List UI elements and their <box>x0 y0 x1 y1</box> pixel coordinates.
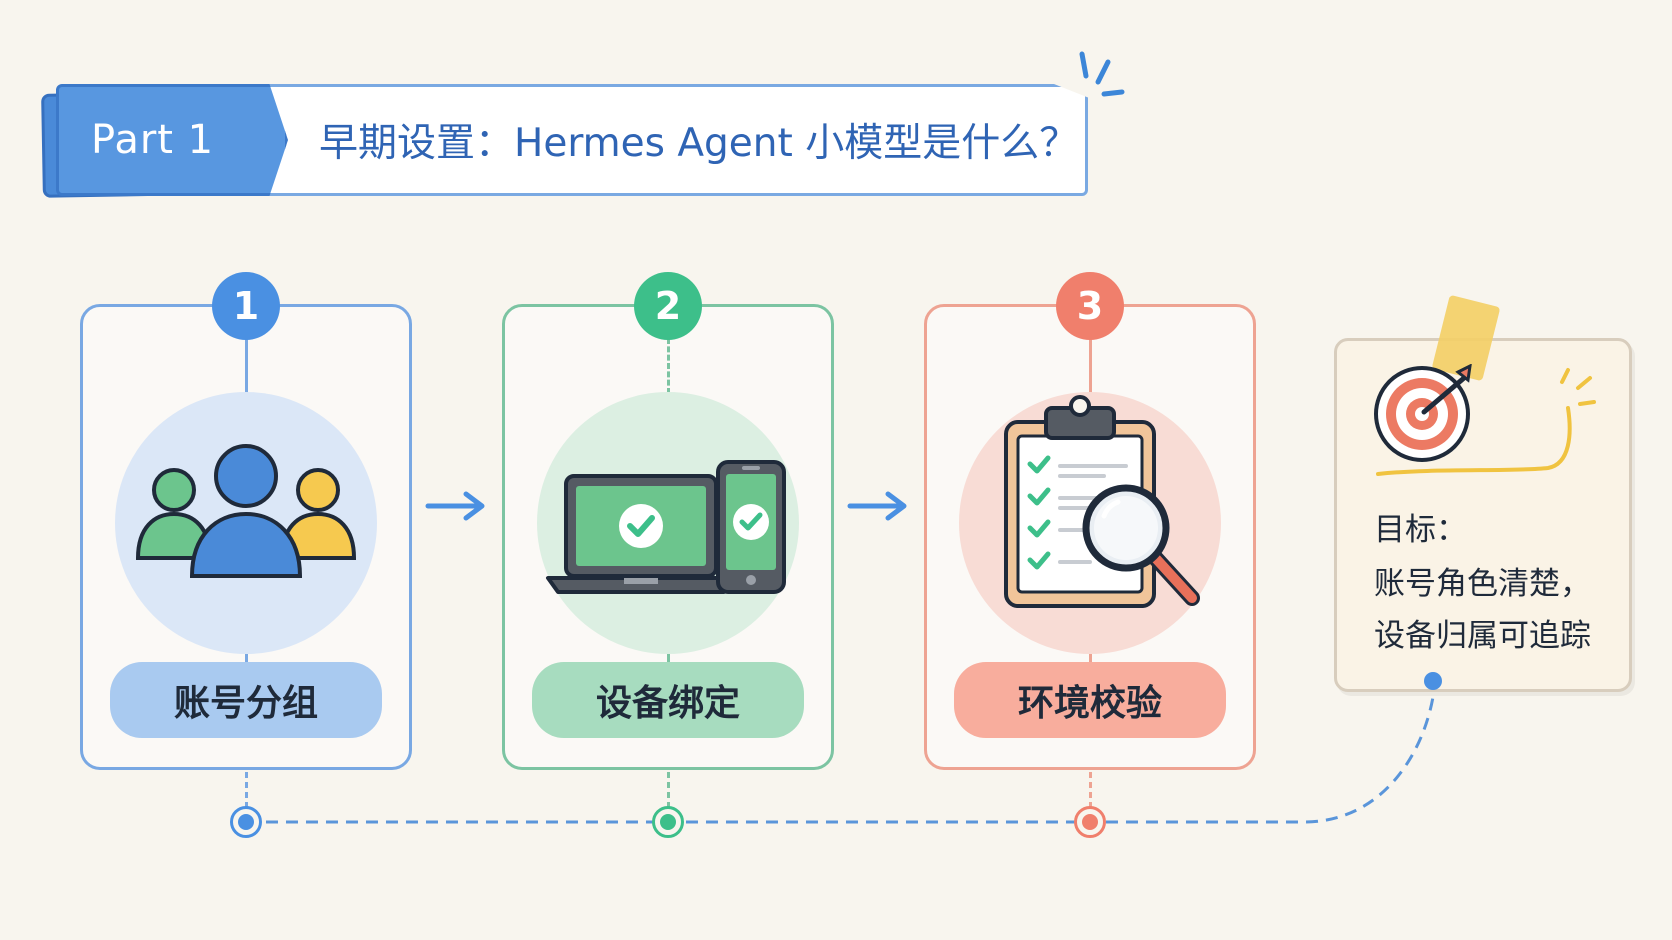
page-title: 早期设置：Hermes Agent 小模型是什么？ <box>319 121 1079 166</box>
title-banner: 早期设置：Hermes Agent 小模型是什么？ Part 1 <box>41 84 1088 200</box>
goal-heading: 目标： <box>1374 512 1467 548</box>
step-number-badge: 1 <box>212 272 280 340</box>
arrow-right-icon <box>847 491 907 521</box>
connector-line <box>245 654 248 664</box>
step-label-pill: 账号分组 <box>110 662 382 738</box>
connector-dashed-line <box>1089 772 1092 808</box>
connector-dashed-line <box>245 772 248 808</box>
connector-dashed-line <box>667 338 670 394</box>
part-tag: Part 1 <box>56 84 288 196</box>
connector-line <box>1089 338 1092 394</box>
step-number: 3 <box>1076 284 1104 328</box>
arrow-right-icon <box>425 491 485 521</box>
goal-line-2: 设备归属可追踪 <box>1374 618 1591 654</box>
step-number: 2 <box>654 284 682 328</box>
step-number: 1 <box>232 284 260 328</box>
timeline-node <box>652 806 684 838</box>
step-number-badge: 2 <box>634 272 702 340</box>
banner-title-box: 早期设置：Hermes Agent 小模型是什么？ <box>238 84 1088 196</box>
goal-pin-dot <box>1424 672 1442 690</box>
connector-line <box>245 338 248 394</box>
sparkle-icon <box>1079 51 1125 97</box>
connector-line <box>1089 654 1092 664</box>
step-label: 账号分组 <box>173 683 318 724</box>
timeline-path <box>246 681 1437 824</box>
timeline-node <box>1074 806 1106 838</box>
clipboard-magnifier-icon <box>1004 395 1200 608</box>
step-label-pill: 设备绑定 <box>532 662 804 738</box>
goal-line-1: 账号角色清楚， <box>1374 566 1591 602</box>
step-number-badge: 3 <box>1056 272 1124 340</box>
target-arrow-icon <box>1374 364 1596 476</box>
users-group-icon <box>135 444 357 578</box>
step-label-pill: 环境校验 <box>954 662 1226 738</box>
part-label: Part 1 <box>91 117 215 163</box>
devices-check-icon <box>546 460 786 594</box>
timeline-node <box>230 806 262 838</box>
step-label: 设备绑定 <box>595 683 740 724</box>
connector-dashed-line <box>667 772 670 808</box>
connector-dashed-line <box>667 654 670 664</box>
step-label: 环境校验 <box>1017 683 1162 724</box>
